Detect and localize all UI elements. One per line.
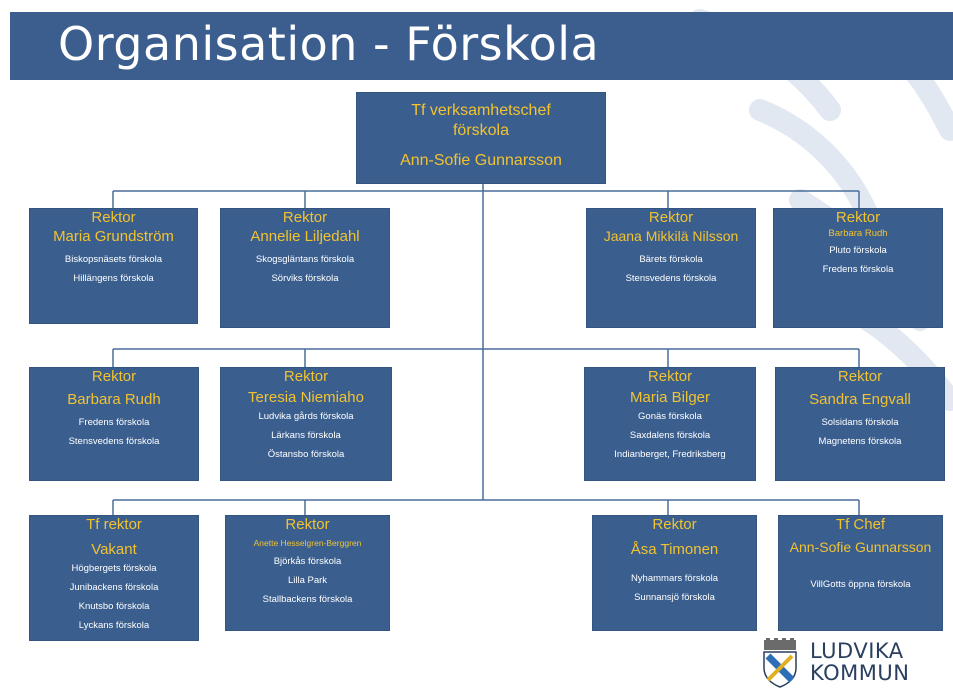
box-unit: Biskopsnäsets förskola	[64, 254, 163, 265]
box-unit: Stallbackens förskola	[262, 594, 353, 605]
org-box: Rektor Teresia Niemiaho Ludvika gårds fö…	[220, 367, 392, 481]
org-box: Rektor Sandra Engvall Solsidans förskola…	[775, 367, 945, 481]
box-unit: Ludvika gårds förskola	[258, 411, 354, 422]
box-unit: Fredens förskola	[78, 417, 150, 428]
box-name: Teresia Niemiaho	[248, 389, 364, 406]
box-name: Ann-Sofie Gunnarsson	[789, 539, 932, 555]
org-box: Rektor Barbara Rudh Pluto förskola Frede…	[773, 208, 943, 328]
top-box-name: Ann-Sofie Gunnarsson	[400, 152, 562, 169]
box-unit: Lyckans förskola	[78, 620, 150, 631]
box-name: Barbara Rudh	[828, 228, 888, 239]
box-unit: Saxdalens förskola	[629, 430, 711, 441]
box-unit: Lärkans förskola	[271, 430, 341, 441]
box-unit: Lilla Park	[287, 575, 328, 586]
box-role: Rektor	[648, 209, 694, 226]
box-role: Rektor	[91, 209, 136, 226]
ludvika-coat-of-arms-icon	[763, 638, 797, 688]
page-title: Organisation - Förskola	[58, 17, 600, 71]
box-name: Jaana Mikkilä Nilsson	[603, 228, 739, 244]
box-name: Annelie Liljedahl	[250, 228, 360, 245]
top-box: Tf verksamhetschef förskola Ann-Sofie Gu…	[356, 92, 606, 184]
box-name: Maria Bilger	[629, 389, 711, 406]
box-unit: Magnetens förskola	[818, 436, 902, 447]
box-role: Tf Chef	[835, 516, 886, 533]
org-box: Rektor Maria Bilger Gonäs förskola Saxda…	[584, 367, 756, 481]
box-name: Maria Grundström	[53, 228, 174, 245]
org-box: Tf rektor Vakant Högbergets förskola Jun…	[29, 515, 199, 641]
box-unit: Sörviks förskola	[271, 273, 339, 284]
box-unit: Indianberget, Fredriksberg	[614, 449, 726, 460]
org-box: Rektor Anette Hesselgren-Berggren Björkå…	[225, 515, 390, 631]
box-role: Tf rektor	[86, 516, 142, 533]
box-role: Rektor	[282, 209, 328, 226]
org-box: Rektor Barbara Rudh Fredens förskola Ste…	[29, 367, 199, 481]
top-box-line2: förskola	[452, 122, 510, 139]
box-role: Rektor	[835, 209, 881, 226]
org-box: Rektor Jaana Mikkilä Nilsson Bärets förs…	[586, 208, 756, 328]
box-unit: Fredens förskola	[822, 264, 894, 275]
box-unit: Nyhammars förskola	[630, 573, 719, 584]
logo-line1: LUDVIKA	[810, 639, 904, 663]
box-unit: Junibackens förskola	[69, 582, 159, 593]
org-box: Rektor Annelie Liljedahl Skogsgläntans f…	[220, 208, 390, 328]
box-unit: Knutsbo förskola	[78, 601, 150, 612]
box-unit: Bärets förskola	[639, 254, 703, 265]
box-unit: Östansbo förskola	[267, 449, 345, 460]
box-unit: Gonäs förskola	[638, 411, 702, 422]
box-unit: Skogsgläntans förskola	[255, 254, 355, 265]
box-unit: Hillängens förskola	[73, 273, 154, 284]
box-unit: Högbergets förskola	[71, 563, 157, 574]
box-unit: Stensvedens förskola	[625, 273, 717, 284]
box-unit: Pluto förskola	[829, 245, 887, 256]
box-role: Rektor	[91, 368, 137, 385]
ludvika-logo: LUDVIKA KOMMUN	[760, 638, 950, 688]
box-name: Åsa Timonen	[630, 541, 719, 558]
box-role: Rektor	[837, 368, 883, 385]
box-role: Rektor	[285, 516, 330, 533]
title-bar: Organisation - Förskola	[10, 12, 953, 80]
top-box-line1: Tf verksamhetschef	[411, 102, 551, 119]
logo-line2: KOMMUN	[810, 661, 910, 685]
box-unit: Sunnansjö förskola	[634, 592, 715, 603]
box-unit: VillGotts öppna förskola	[810, 579, 911, 590]
org-box: Rektor Åsa Timonen Nyhammars förskola Su…	[592, 515, 757, 631]
box-unit: Björkås förskola	[273, 556, 342, 567]
box-role: Rektor	[283, 368, 329, 385]
box-name: Sandra Engvall	[809, 391, 911, 408]
org-box: Rektor Maria Grundström Biskopsnäsets fö…	[29, 208, 198, 324]
box-name: Barbara Rudh	[67, 391, 161, 408]
box-name: Anette Hesselgren-Berggren	[253, 538, 362, 548]
box-role: Rektor	[652, 516, 697, 533]
box-role: Rektor	[647, 368, 693, 385]
box-unit: Stensvedens förskola	[68, 436, 160, 447]
box-name: Vakant	[91, 541, 137, 558]
org-box: Tf Chef Ann-Sofie Gunnarsson VillGotts ö…	[778, 515, 943, 631]
box-unit: Solsidans förskola	[821, 417, 899, 428]
